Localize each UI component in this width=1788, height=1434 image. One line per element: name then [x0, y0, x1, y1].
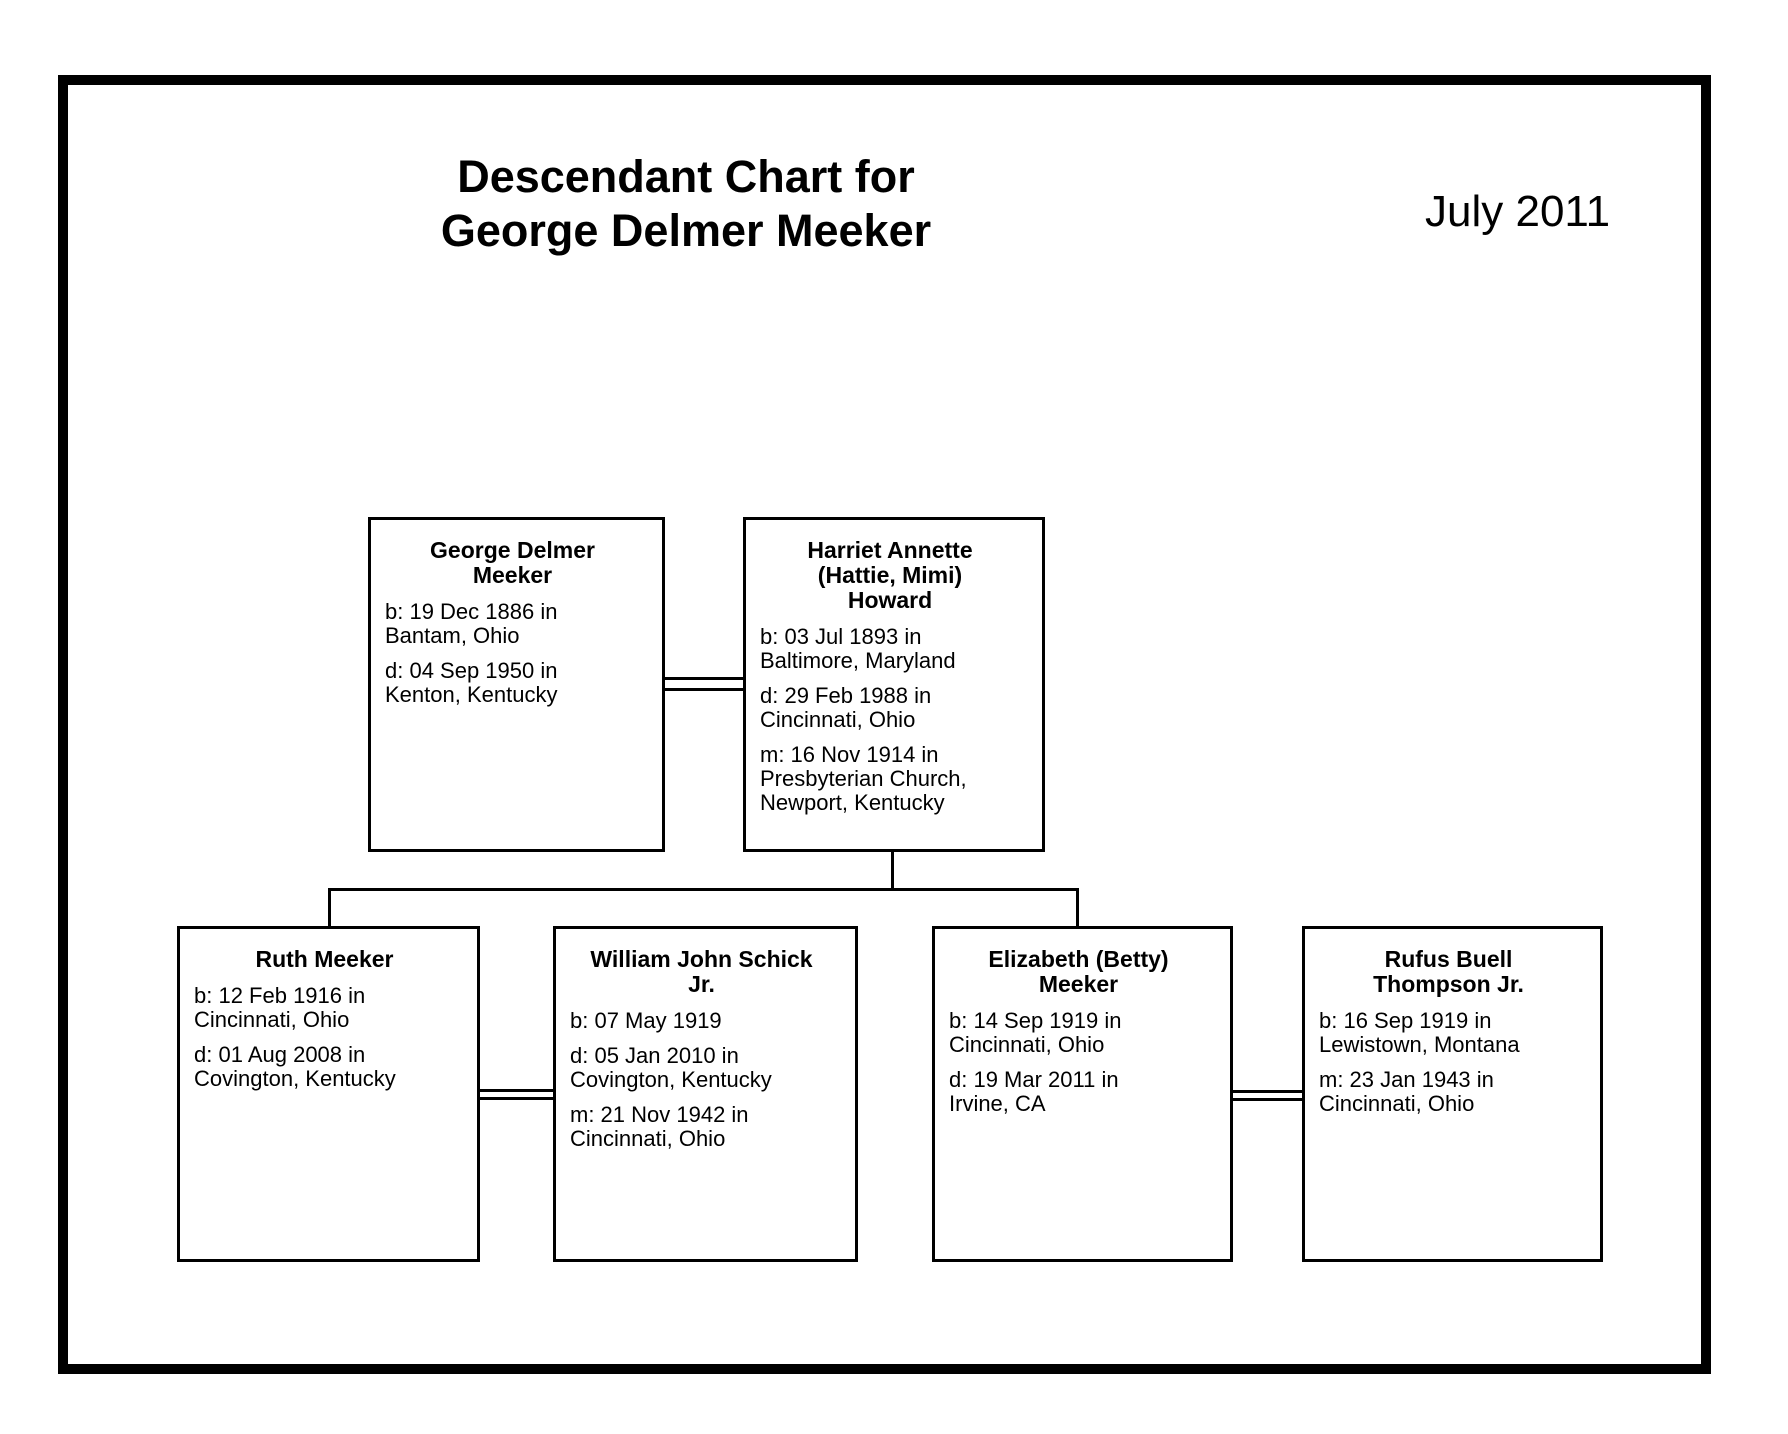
- person-birth: b: 19 Dec 1886 in Bantam, Ohio: [385, 599, 558, 648]
- marriage-line-elizabeth-rufus-bottom: [1233, 1098, 1302, 1101]
- sibling-line-horizontal: [328, 888, 1079, 891]
- person-death: d: 01 Aug 2008 in Covington, Kentucky: [194, 1042, 396, 1091]
- person-death: d: 19 Mar 2011 in Irvine, CA: [949, 1067, 1119, 1116]
- person-name: Rufus Buell Thompson Jr.: [1373, 946, 1524, 997]
- person-box-harriet-annette-howard: Harriet Annette (Hattie, Mimi) Howard b:…: [743, 517, 1045, 852]
- person-name: George Delmer Meeker: [430, 537, 595, 588]
- marriage-line-ruth-william-bottom: [480, 1097, 553, 1100]
- person-name: William John Schick Jr.: [590, 946, 813, 997]
- person-box-ruth-meeker: Ruth Meeker b: 12 Feb 1916 in Cincinnati…: [177, 926, 480, 1262]
- person-name: Elizabeth (Betty) Meeker: [988, 946, 1169, 997]
- person-name: Harriet Annette (Hattie, Mimi) Howard: [807, 537, 973, 613]
- person-death: d: 05 Jan 2010 in Covington, Kentucky: [570, 1043, 772, 1092]
- person-death: d: 04 Sep 1950 in Kenton, Kentucky: [385, 658, 558, 707]
- person-birth: b: 12 Feb 1916 in Cincinnati, Ohio: [194, 983, 366, 1032]
- person-name: Ruth Meeker: [255, 946, 394, 972]
- person-box-george-delmer-meeker: George Delmer Meeker b: 19 Dec 1886 in B…: [368, 517, 665, 852]
- chart-date: July 2011: [1425, 187, 1611, 236]
- person-marriage: m: 21 Nov 1942 in Cincinnati, Ohio: [570, 1102, 749, 1151]
- descent-drop-to-elizabeth: [1076, 888, 1079, 926]
- descent-line-vertical: [891, 852, 894, 891]
- marriage-line-george-harriet-top: [665, 677, 743, 680]
- person-box-elizabeth-betty-meeker: Elizabeth (Betty) Meeker b: 14 Sep 1919 …: [932, 926, 1233, 1262]
- marriage-line-elizabeth-rufus-top: [1233, 1090, 1302, 1093]
- marriage-line-george-harriet-bottom: [665, 688, 743, 691]
- person-death: d: 29 Feb 1988 in Cincinnati, Ohio: [760, 683, 932, 732]
- person-box-rufus-buell-thompson-jr: Rufus Buell Thompson Jr. b: 16 Sep 1919 …: [1302, 926, 1603, 1262]
- person-birth: b: 16 Sep 1919 in Lewistown, Montana: [1319, 1008, 1520, 1057]
- person-box-william-john-schick-jr: William John Schick Jr. b: 07 May 1919 d…: [553, 926, 858, 1262]
- descent-drop-to-ruth: [328, 888, 331, 926]
- person-birth: b: 03 Jul 1893 in Baltimore, Maryland: [760, 624, 956, 673]
- chart-title: Descendant Chart for George Delmer Meeke…: [440, 151, 932, 256]
- person-marriage: m: 16 Nov 1914 in Presbyterian Church, N…: [760, 742, 967, 815]
- person-birth: b: 07 May 1919: [570, 1008, 722, 1033]
- person-marriage: m: 23 Jan 1943 in Cincinnati, Ohio: [1319, 1067, 1494, 1116]
- marriage-line-ruth-william-top: [480, 1089, 553, 1092]
- person-birth: b: 14 Sep 1919 in Cincinnati, Ohio: [949, 1008, 1122, 1057]
